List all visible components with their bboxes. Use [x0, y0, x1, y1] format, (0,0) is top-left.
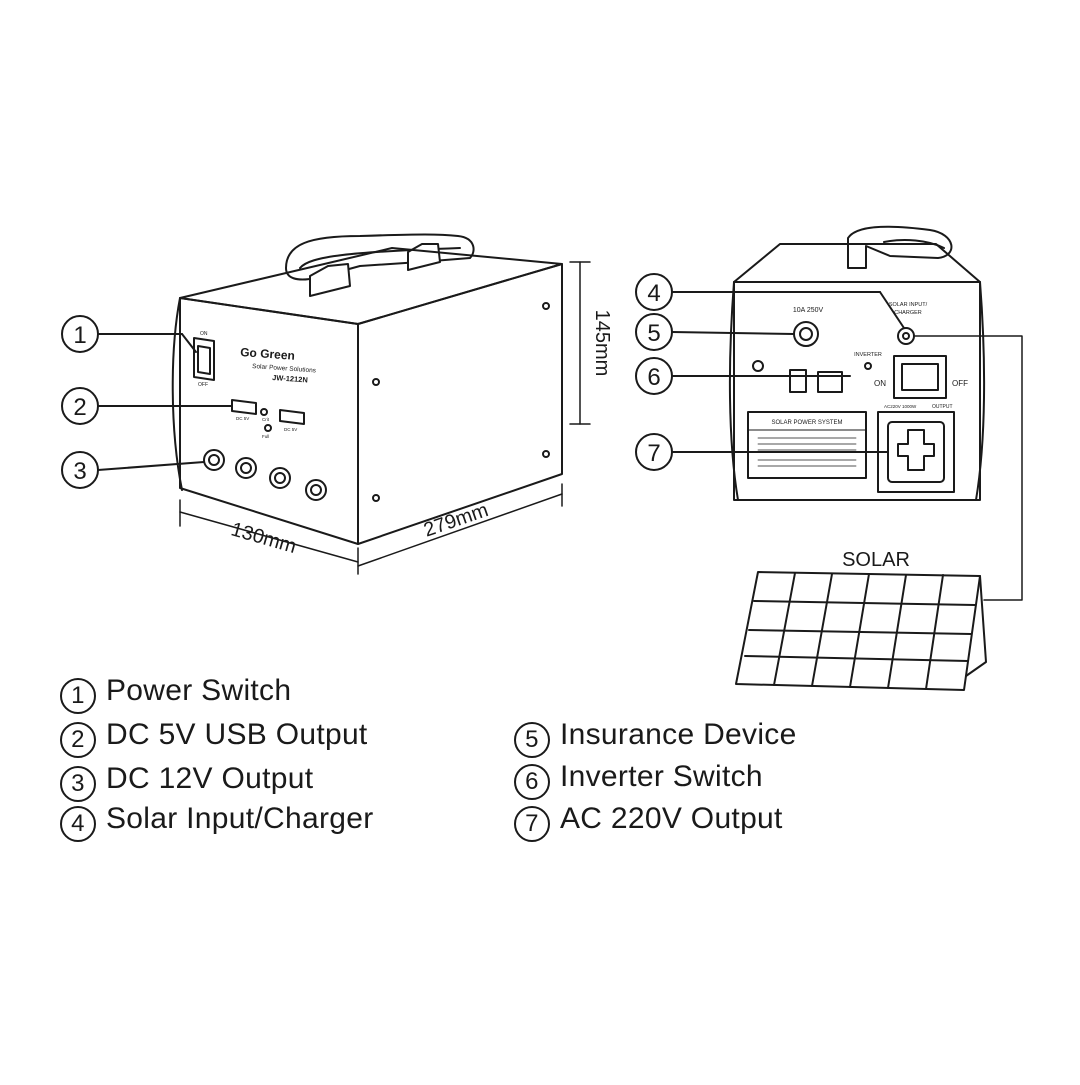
rear-fuse: [793, 321, 819, 347]
legend-item-5: 5 Insurance Device: [514, 718, 797, 758]
dimension-depth: 279mm: [421, 499, 491, 542]
solar-panel: [735, 571, 987, 691]
front-power-switch: [193, 337, 215, 381]
front-left-curve: [171, 297, 183, 491]
solar-cable: [913, 335, 1023, 601]
legend-text-7: AC 220V Output: [560, 802, 783, 835]
dimension-width: 130mm: [229, 518, 299, 558]
front-usb-port-2: [279, 409, 305, 425]
callout-6: 6: [647, 364, 660, 391]
callout-2: 2: [73, 394, 86, 421]
led-charge-label: Crit: [262, 417, 270, 422]
rear-switch-on-label: ON: [874, 379, 886, 388]
rear-top-face: [733, 243, 981, 283]
usb-2-label: DC 5V: [284, 427, 297, 432]
rear-side-right: [975, 281, 986, 501]
dimension-lines: [179, 261, 591, 575]
rear-side-left: [728, 281, 739, 501]
legend-text-4: Solar Input/Charger: [106, 802, 374, 835]
legend-number-3: 3: [60, 766, 96, 802]
legend-text-2: DC 5V USB Output: [106, 718, 368, 751]
legend-number-1: 1: [60, 678, 96, 714]
fuse-label: 10A 250V: [793, 307, 824, 314]
callout-7: 7: [647, 440, 660, 467]
callout-1: 1: [73, 322, 86, 349]
rear-switch-off-label: OFF: [952, 379, 968, 388]
legend-number-4: 4: [60, 806, 96, 842]
brand-label: Go Green: [240, 345, 296, 363]
dimension-height: 145mm: [591, 310, 613, 377]
legend-text-3: DC 12V Output: [106, 762, 314, 795]
led-full-label: Full: [262, 434, 269, 439]
rear-solar-input: [897, 327, 915, 345]
front-handle: [285, 233, 475, 281]
front-unit: [171, 233, 563, 545]
rear-inverter-switch: [893, 355, 947, 399]
front-switch-off-label: OFF: [198, 382, 208, 388]
front-top-face: [179, 247, 563, 325]
inverter-label: INVERTER: [854, 352, 882, 358]
legend-number-7: 7: [514, 806, 550, 842]
legend-number-5: 5: [514, 722, 550, 758]
legend-item-7: 7 AC 220V Output: [514, 802, 783, 842]
front-callouts: [61, 315, 233, 489]
legend-text-1: Power Switch: [106, 674, 292, 707]
callout-4: 4: [647, 280, 660, 307]
rear-callouts: [635, 273, 905, 471]
front-dc-port-2: [235, 457, 257, 479]
legend-item-1: 1 Power Switch: [60, 674, 291, 714]
front-dc-port-1: [203, 449, 225, 471]
model-label: JW-1212N: [272, 373, 308, 384]
legend-item-3: 3 DC 12V Output: [60, 762, 313, 802]
legend-number-2: 2: [60, 722, 96, 758]
tagline-label: Solar Power Solutions: [252, 363, 317, 374]
solar-input-label: SOLAR INPUT/: [889, 302, 928, 308]
rear-body: [733, 281, 981, 501]
rear-handle: [847, 225, 953, 269]
solar-panel-label: SOLAR: [842, 549, 910, 571]
front-usb-port-1: [231, 399, 257, 415]
front-switch-on-label: ON: [200, 331, 208, 337]
ac-label: AC220V 1000W: [884, 404, 917, 409]
rear-nameplate: [747, 411, 867, 479]
output-label: OUTPUT: [932, 404, 953, 410]
callout-3: 3: [73, 458, 86, 485]
legend-item-4: 4 Solar Input/Charger: [60, 802, 374, 842]
front-dc-port-4: [305, 479, 327, 501]
front-handle-foot-right: [407, 243, 441, 271]
front-side-face: [357, 263, 563, 545]
front-handle-foot-left: [309, 263, 351, 297]
callout-5: 5: [647, 320, 660, 347]
front-dc-port-3: [269, 467, 291, 489]
legend-text-6: Inverter Switch: [560, 760, 763, 793]
legend-item-6: 6 Inverter Switch: [514, 760, 763, 800]
nameplate-title: SOLAR POWER SYSTEM: [771, 420, 842, 426]
rear-unit: [728, 225, 986, 501]
usb-1-label: DC 5V: [236, 416, 249, 421]
legend-number-6: 6: [514, 764, 550, 800]
legend-text-5: Insurance Device: [560, 718, 797, 751]
solar-input-label-2: CHARGER: [894, 310, 922, 316]
legend-item-2: 2 DC 5V USB Output: [60, 718, 368, 758]
